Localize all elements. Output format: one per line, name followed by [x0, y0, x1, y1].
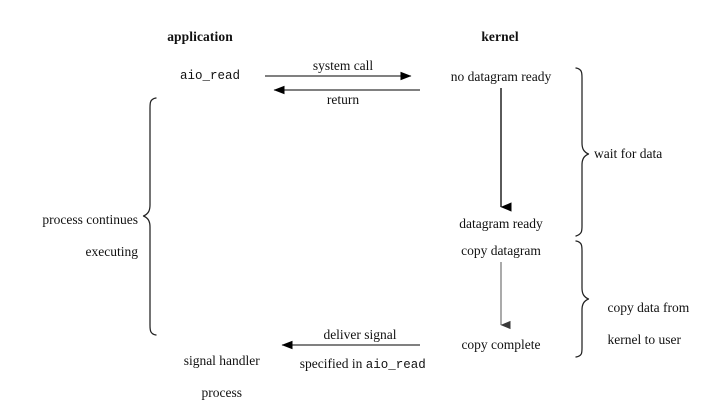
copy-data-brace [575, 240, 590, 358]
wait-for-data-label: wait for data [594, 146, 663, 161]
signal-handler-process-datagram-label: signal handler process datagram [150, 337, 280, 407]
left-brace [142, 97, 157, 336]
heading-kernel: kernel [481, 29, 519, 44]
datagram-ready-label: datagram ready [459, 216, 543, 231]
specified-in-aio-read-label: specified in aio_read [276, 341, 436, 388]
no-datagram-ready-label: no datagram ready [450, 69, 552, 84]
aio-read-call-label: aio_read [179, 69, 240, 83]
copy-data-from-kernel-label: copy data from kernel to user [594, 284, 714, 364]
process-continues-line2: executing [85, 244, 138, 259]
return-label: return [326, 92, 360, 107]
signal-handler-line2: process [201, 385, 243, 400]
process-continues-executing-label: process continues executing [20, 196, 138, 276]
wait-for-data-brace [575, 67, 590, 237]
deliver-signal-label: deliver signal [323, 327, 397, 342]
copy-data-line1: copy data from [607, 300, 690, 315]
copy-complete-label: copy complete [461, 337, 541, 352]
specified-in-aio-read-mono: aio_read [365, 358, 426, 372]
heading-application: application [167, 29, 233, 44]
specified-in-prefix: specified in [299, 356, 366, 371]
signal-handler-line1: signal handler [183, 353, 260, 368]
system-call-label: system call [312, 58, 374, 73]
copy-datagram-label: copy datagram [461, 243, 541, 258]
process-continues-line1: process continues [42, 212, 138, 227]
copy-data-line2: kernel to user [607, 332, 681, 347]
